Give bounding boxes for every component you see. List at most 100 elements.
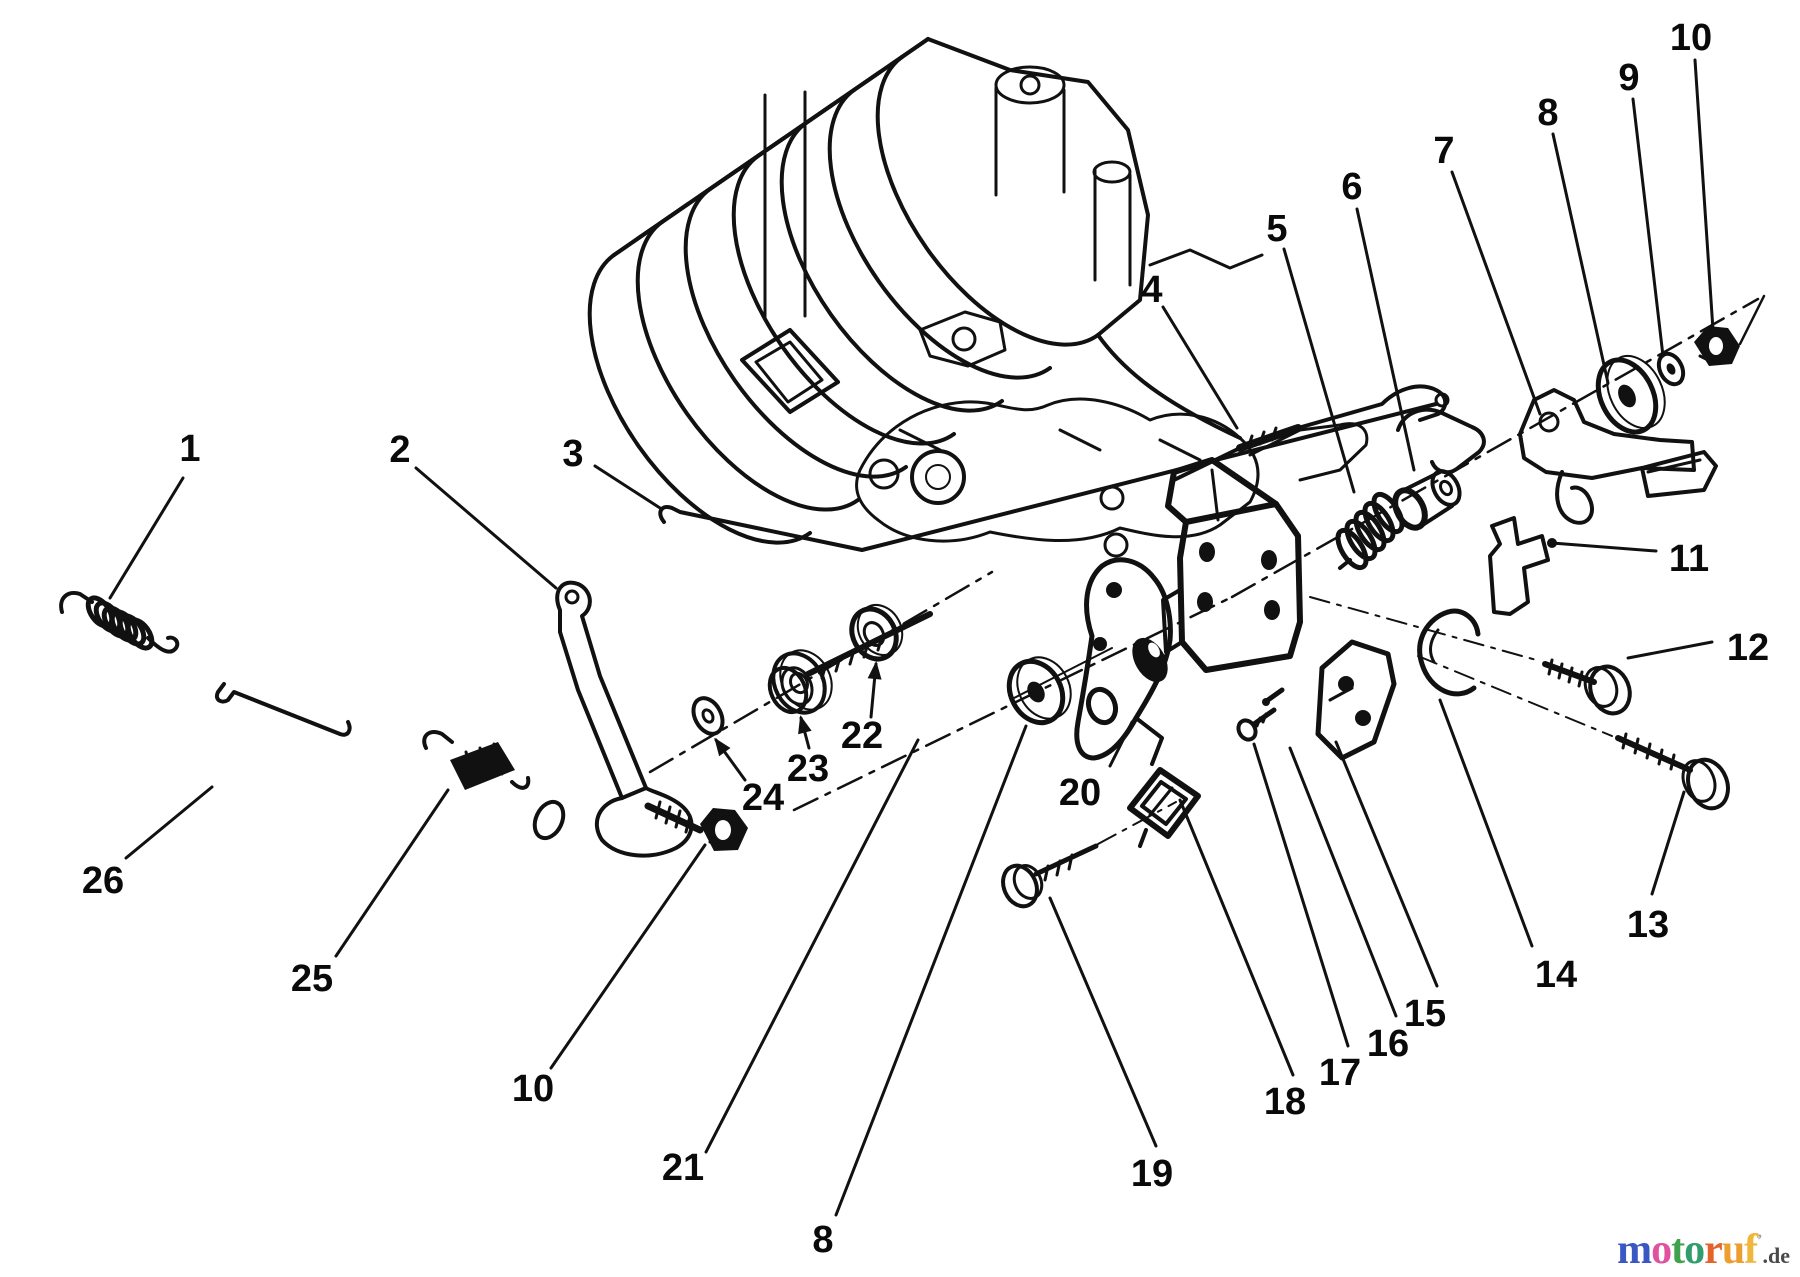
- bolt13-axis-line: [1417, 655, 1613, 737]
- wire-link-26: [215, 682, 352, 737]
- fin-tip: [660, 202, 690, 224]
- head-boss2-cap: [1092, 160, 1132, 184]
- bolt-shank: [1615, 735, 1693, 773]
- pin-end: [1262, 698, 1270, 706]
- washer-8-lower: [1006, 656, 1072, 726]
- callout-leader-13: [1650, 790, 1686, 896]
- case-hole: [868, 458, 900, 490]
- washer-outer: [1595, 357, 1659, 435]
- nut-bore: [715, 820, 731, 840]
- clamp-inner: [1140, 780, 1188, 826]
- callout-leader-9: [1631, 97, 1665, 358]
- head-boss-hole: [1019, 74, 1041, 96]
- pivot-bushing-bore: [1148, 642, 1160, 658]
- washer-rim: [1606, 354, 1666, 430]
- thread-tick: [1255, 716, 1262, 728]
- spring-coil-dark: [450, 742, 515, 790]
- washer-outer: [1006, 658, 1066, 726]
- spring-coil: [109, 609, 139, 643]
- sleeve-tick: [1258, 430, 1266, 446]
- watermark-letter: o: [1684, 1227, 1705, 1273]
- spring-coil: [1362, 500, 1396, 544]
- coil-gap: [478, 746, 490, 780]
- callout-leader-18: [1178, 798, 1295, 1077]
- foot-fold: [1646, 458, 1702, 474]
- thread-tick: [1645, 742, 1652, 760]
- thread-tick: [684, 814, 692, 834]
- spring-hook: [146, 635, 180, 654]
- callout-leader-1: [108, 476, 185, 600]
- bracket-hole: [1197, 592, 1213, 612]
- fin-tip: [612, 235, 642, 257]
- crankcase-boss-hole: [925, 464, 951, 490]
- governor-spring-5: [1335, 491, 1405, 571]
- arm-pivot-bore: [1085, 686, 1119, 726]
- head-boss-cap: [994, 65, 1066, 105]
- callout-label-25: 25: [291, 958, 333, 1000]
- thread-tick: [820, 662, 828, 680]
- watermark-letter: u: [1721, 1227, 1745, 1273]
- u-clip-14: [1417, 608, 1481, 697]
- callout-label-15: 15: [1404, 993, 1446, 1035]
- callout-leader-6: [1355, 207, 1416, 472]
- thread-tick: [848, 648, 856, 666]
- axis-tail: [1738, 294, 1766, 346]
- callout-leader-14: [1438, 698, 1534, 948]
- thread-tick: [1567, 666, 1574, 684]
- callout-leader-21: [704, 738, 920, 1154]
- callout-label-19: 19: [1131, 1153, 1173, 1195]
- head-detail: [1148, 248, 1264, 270]
- bolt-head-rim: [1012, 864, 1044, 900]
- bolt-head-rim: [1681, 759, 1717, 803]
- watermark-logo[interactable]: motoruf’.de: [1617, 1229, 1790, 1271]
- callout-leader-3: [593, 464, 662, 510]
- clip-loop: [1417, 609, 1477, 697]
- callout-leader-26: [124, 785, 214, 860]
- washer-hole: [1666, 363, 1676, 375]
- case-line: [898, 428, 942, 452]
- thread-tick: [1055, 859, 1062, 877]
- callout-leader-20: [1108, 720, 1134, 768]
- callout-leader-4: [1161, 305, 1239, 430]
- watermark-suffix: .de: [1762, 1243, 1791, 1268]
- bolt-hole: [1103, 532, 1129, 558]
- watermark-letter: o: [1651, 1227, 1672, 1273]
- callout-label-3: 3: [562, 433, 583, 475]
- callout-label-22: 22: [841, 715, 883, 757]
- thread-tick: [862, 641, 870, 659]
- bolt-head: [767, 665, 809, 715]
- spring-coil: [125, 617, 155, 651]
- governor-housing-bracket: [1161, 457, 1303, 673]
- lever-foot: [594, 786, 694, 858]
- case-line: [1158, 438, 1202, 462]
- nut-body: [849, 606, 899, 662]
- thread-tick: [654, 800, 662, 820]
- bracket-side: [1161, 588, 1184, 654]
- washer-hole: [701, 708, 715, 724]
- arm-hook: [1555, 470, 1594, 525]
- spring-coil: [1335, 527, 1369, 571]
- control-plate-15: [1315, 639, 1397, 761]
- callout-label-14: 14: [1535, 954, 1577, 996]
- plate-hole: [1355, 710, 1371, 726]
- thread-tick: [1621, 732, 1628, 750]
- washer-hole: [789, 671, 809, 695]
- thread-tick: [876, 634, 884, 652]
- bushing-bore: [1438, 479, 1454, 497]
- callout-leader-19: [1048, 896, 1158, 1148]
- crankcase-boss: [910, 449, 966, 505]
- exhaust-port: [740, 328, 840, 414]
- callout-leader-12: [1626, 640, 1714, 660]
- callout-label-6: 6: [1341, 166, 1362, 208]
- watermark-letter: t: [1671, 1227, 1685, 1273]
- lever-hub: [532, 799, 566, 841]
- wire-link: [215, 682, 352, 737]
- pin-body: [1265, 687, 1285, 703]
- clamp-slot: [1148, 786, 1174, 817]
- fin-arc: [635, 220, 860, 512]
- cylinder-base-edge: [1096, 333, 1242, 440]
- fin-arc: [731, 154, 956, 446]
- washer-8-upper: [1595, 354, 1666, 435]
